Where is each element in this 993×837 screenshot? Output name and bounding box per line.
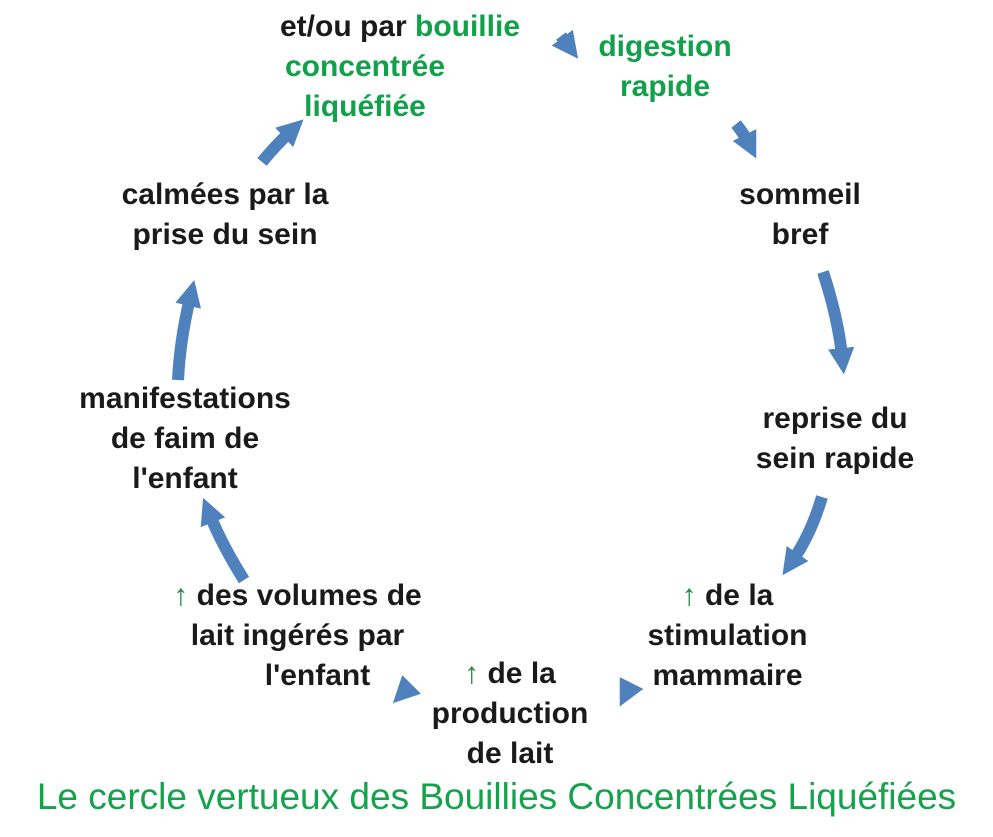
- node-bouillie-line1: et/ou par bouillie: [190, 7, 610, 47]
- node-sommeil: sommeil bref: [700, 175, 900, 255]
- up-arrow-icon: ↑: [173, 579, 189, 612]
- node-stimulation-line3: mammaire: [652, 659, 803, 692]
- node-sommeil-line1: sommeil: [739, 178, 861, 211]
- node-bouillie-line2: concentrée: [284, 50, 446, 83]
- node-volumes-line1-text: des volumes de: [188, 579, 422, 612]
- node-bouillie-green1: bouillie: [415, 10, 520, 43]
- up-arrow-icon: ↑: [681, 579, 697, 612]
- node-volumes-line2: lait ingérés par: [190, 619, 405, 652]
- node-production-line3: de lait: [466, 737, 554, 770]
- node-stimulation: ↑ de la stimulation mammaire: [610, 576, 845, 696]
- node-stimulation-line1: ↑ de la: [610, 576, 845, 616]
- arrow-volumes-to-manifestations: [200, 497, 250, 584]
- node-reprise: reprise du sein rapide: [720, 399, 950, 479]
- node-calmees-line1: calmées par la: [121, 178, 329, 211]
- node-production-line1-text: de la: [479, 657, 556, 690]
- arrow-stimulation-to-production: [619, 677, 644, 707]
- node-production: ↑ de la production de lait: [405, 654, 615, 774]
- arrow-calmees-to-top: [257, 119, 304, 166]
- node-stimulation-line1-text: de la: [696, 579, 774, 612]
- up-arrow-icon: ↑: [464, 657, 480, 690]
- node-digestion-line2: rapide: [619, 70, 711, 103]
- node-manifestations-line2: de faim de: [110, 422, 260, 455]
- arrow-production-to-volumes: [392, 675, 421, 704]
- node-manifestations-line3: l'enfant: [132, 462, 238, 495]
- node-sommeil-line2: bref: [771, 218, 829, 251]
- node-stimulation-line2: stimulation: [647, 619, 808, 652]
- arrow-sommeil-to-reprise: [817, 270, 855, 375]
- node-manifestations-line1: manifestations: [79, 382, 291, 415]
- arrow-manifestations-to-calmees: [172, 280, 202, 381]
- node-volumes-line1: ↑ des volumes de: [140, 576, 455, 616]
- diagram-caption: Le cercle vertueux des Bouillies Concent…: [36, 776, 957, 817]
- node-bouillie: et/ou par bouillie concentrée liquéfiée: [190, 7, 610, 127]
- node-production-line2: production: [431, 697, 589, 730]
- arrow-reprise-to-stimulation: [782, 495, 828, 576]
- node-production-line1: ↑ de la: [405, 654, 615, 694]
- node-bouillie-line3: liquéfiée: [304, 90, 426, 123]
- node-digestion-line1: digestion: [598, 30, 732, 63]
- node-digestion: digestion rapide: [565, 27, 765, 107]
- node-manifestations: manifestations de faim de l'enfant: [45, 379, 325, 499]
- arrow-top-to-digestion: [551, 29, 579, 59]
- node-bouillie-prefix: et/ou par: [279, 10, 415, 43]
- node-calmees-line2: prise du sein: [132, 218, 318, 251]
- node-reprise-line2: sein rapide: [755, 442, 915, 475]
- node-volumes: ↑ des volumes de lait ingérés par l'enfa…: [140, 576, 455, 696]
- arrow-digestion-to-sommeil: [731, 120, 757, 159]
- node-reprise-line1: reprise du: [762, 402, 908, 435]
- node-volumes-line3: l'enfant: [264, 659, 371, 692]
- node-calmees: calmées par la prise du sein: [85, 175, 365, 255]
